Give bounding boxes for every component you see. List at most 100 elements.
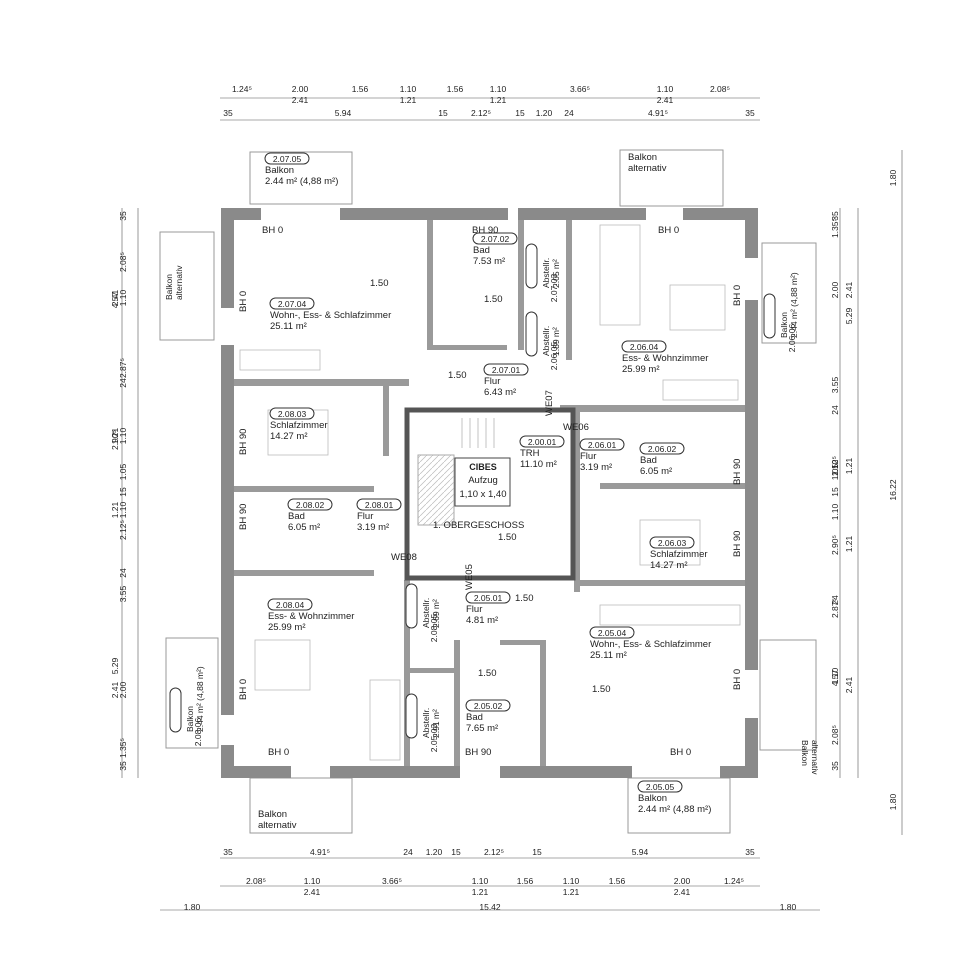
dimension-value: 2.12⁵	[830, 456, 840, 476]
dimension-value: 1.10	[118, 427, 128, 444]
dimension-value: 1.80	[780, 902, 797, 912]
room-name: Bad	[288, 511, 305, 522]
dimension-value: 24	[830, 595, 840, 605]
dimension-value: 2.12⁵	[484, 847, 504, 857]
room-name: Wohn-, Ess- & Schlafzimmer	[590, 639, 711, 650]
room-id: 2.05.01	[474, 593, 503, 603]
room-id: 2.08.04	[276, 600, 305, 610]
dimension-value: 4.57	[830, 669, 840, 686]
room-id-badge	[267, 598, 313, 611]
room-area: 25.11 m²	[270, 321, 307, 332]
dimension-value: 15	[532, 847, 542, 857]
ceiling-height: 1.50	[370, 278, 389, 289]
dimension-value: 2.08⁵	[830, 725, 840, 745]
room-area: 2.69 m²	[431, 599, 441, 628]
room-id-badge	[169, 687, 182, 733]
room-id-badge	[525, 311, 538, 357]
dimension-value: 2.41	[292, 95, 309, 105]
dimension-value: 1.21	[844, 457, 854, 474]
dimension-value: 3.66⁵	[382, 876, 402, 886]
room-area: 25.11 m²	[590, 650, 627, 661]
room-area: 25.99 m²	[622, 364, 660, 375]
room-name: Abstellr.	[421, 598, 431, 628]
room-area: 6.43 m²	[484, 387, 516, 398]
room-id: 2.08.05	[429, 614, 439, 643]
floor-label: 1. OBERGESCHOSS	[433, 520, 524, 531]
room-id-badge	[639, 442, 685, 455]
balcony-top-left	[249, 151, 353, 205]
dimension-value: 35	[830, 211, 840, 221]
room-id-badge	[763, 293, 776, 339]
dimension-value: 1.56	[517, 876, 534, 886]
dimension-value: 15	[118, 487, 128, 497]
dimension-value: 2.90⁵	[830, 535, 840, 555]
dimension-value: 2.87⁵	[118, 358, 128, 378]
dimension-value: 1.35⁵	[118, 738, 128, 758]
room-id-badge	[287, 498, 333, 511]
dimension-value: 2.12⁵	[118, 520, 128, 540]
room-area: 25.99 m²	[268, 622, 306, 633]
room-area: 6.05 m²	[640, 466, 672, 477]
dimension-value: 35	[118, 761, 128, 771]
room-id-badge	[525, 243, 538, 289]
room-id: 2.06.03	[658, 538, 687, 548]
balconies	[159, 149, 817, 834]
unit-label: WE07	[544, 390, 555, 416]
dimension-value: 35	[223, 108, 233, 118]
room-name: Bad	[466, 712, 483, 723]
dimension-value: 1.21	[472, 887, 489, 897]
dimension-value: 5.29	[110, 657, 120, 674]
room-name: Balkon	[185, 706, 195, 732]
room-id: 2.05.02	[474, 701, 503, 711]
room-name: Bad	[640, 455, 657, 466]
dimension-value: 1.05	[830, 463, 840, 480]
sill-label: BH 0	[268, 747, 289, 758]
room-name: Ess- & Wohnzimmer	[268, 611, 354, 622]
room-id: 2.06.04	[630, 342, 659, 352]
dimension-value: 35	[223, 847, 233, 857]
sill-label: BH 90	[465, 747, 491, 758]
room-name: Balkon	[638, 793, 667, 804]
dimension-value: 1.56	[447, 84, 464, 94]
room-id: 2.08.06	[193, 718, 203, 747]
sill-label: BH 0	[670, 747, 691, 758]
balcony-alt-label: alternativ	[628, 163, 667, 174]
dimension-value: 1.10	[657, 84, 674, 94]
ceiling-height: 1.50	[498, 532, 517, 543]
dimension-value: 3.55	[830, 376, 840, 393]
dimension-value: 2.41	[657, 95, 674, 105]
room-area: 3.19 m²	[357, 522, 389, 533]
dimension-value: 24	[118, 378, 128, 388]
dimension-value: 2.08⁵	[246, 876, 266, 886]
elevator-label: Aufzug	[468, 475, 498, 486]
dimension-value: 1.21	[490, 95, 507, 105]
room-name: Abstellr.	[541, 326, 551, 356]
sill-label: BH 0	[238, 679, 249, 700]
room-id: 2.06.02	[648, 444, 677, 454]
dimension-value: 1.20	[536, 108, 553, 118]
dimension-value: 1.21	[563, 887, 580, 897]
room-area: 6.05 m²	[288, 522, 320, 533]
room-area: 2.91 m²	[431, 709, 441, 738]
dimension-value: 1.10	[400, 84, 417, 94]
dimension-value: 1.24⁵	[724, 876, 744, 886]
room-area: 7.53 m²	[473, 256, 505, 267]
dimension-value: 2.08⁵	[118, 252, 128, 272]
dimension-value: 35	[745, 108, 755, 118]
unit-label: WE06	[563, 422, 589, 433]
room-id: 2.08.01	[365, 500, 394, 510]
room-id: 2.05.03	[429, 724, 439, 753]
dimension-value: 24	[403, 847, 413, 857]
balcony-alt-label: Balkon	[164, 274, 174, 300]
balcony-alt-label: alternativ	[810, 740, 820, 775]
dimension-value: 35	[745, 847, 755, 857]
room-area: 2.44 m² (4,88 m²)	[195, 666, 205, 732]
room-id-badge	[356, 498, 402, 511]
room-name: Bad	[473, 245, 490, 256]
room-id-badge	[269, 297, 315, 310]
room-area: 2.05 m²	[551, 259, 561, 288]
dimension-value: 1.10	[490, 84, 507, 94]
dimension-value: 1.80	[888, 793, 898, 810]
room-id-badge	[589, 626, 635, 639]
